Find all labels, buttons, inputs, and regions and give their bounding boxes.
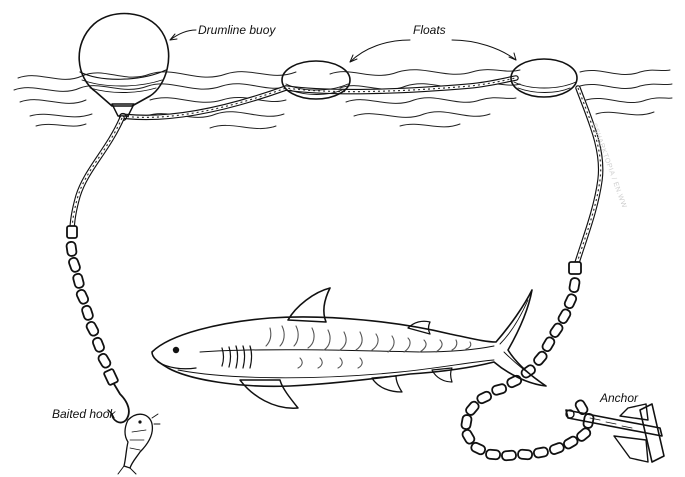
baited-hook — [108, 384, 160, 474]
sea-surface — [14, 70, 672, 129]
surface-rope — [122, 78, 516, 117]
right-downline-rope — [569, 88, 601, 274]
floats-label: Floats — [413, 23, 446, 37]
floats-callout: Floats — [350, 23, 516, 62]
drumline-buoy-label: Drumline buoy — [198, 23, 276, 37]
left-chain — [66, 241, 118, 385]
left-downline-rope — [67, 118, 122, 238]
float-right — [511, 59, 577, 97]
drumline-buoy-callout: Drumline buoy — [170, 23, 276, 40]
anchor-label: Anchor — [599, 391, 639, 405]
baited-hook-label: Baited hook — [52, 407, 116, 421]
drumline-buoy — [79, 14, 168, 121]
tiger-shark — [152, 288, 546, 408]
